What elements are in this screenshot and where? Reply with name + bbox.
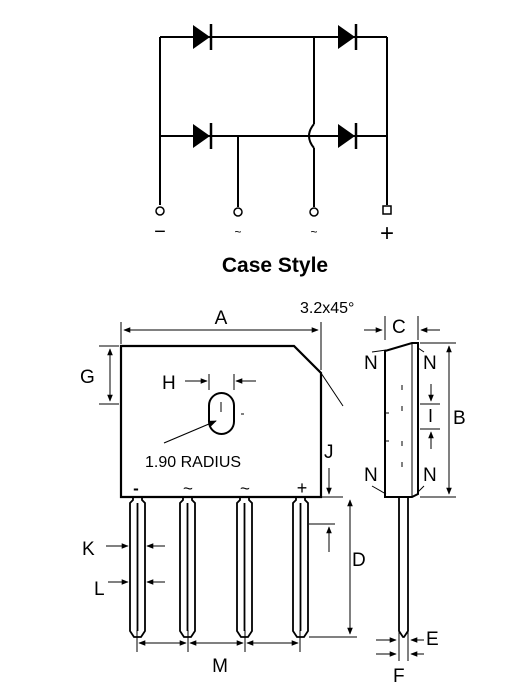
terminal-minus: −: [154, 221, 166, 243]
dimension-i-line: [420, 384, 440, 449]
dimension-g-line: [99, 345, 119, 405]
dim-label-n-top-right: N: [423, 353, 437, 374]
diode-bottom-right: [338, 123, 358, 149]
dim-label-f: F: [393, 666, 405, 685]
dim-label-c: C: [392, 317, 406, 338]
dim-label-n-bottom-right: N: [423, 465, 437, 486]
dim-label-a: A: [215, 308, 228, 329]
dimension-j-line: [309, 468, 343, 498]
dim-label-l: L: [94, 579, 105, 600]
bridge-schematic: [159, 36, 388, 207]
package-side-view: [384, 342, 419, 638]
dim-label-d: D: [352, 550, 366, 571]
dimension-h-line: [185, 374, 256, 390]
dim-label-h: H: [162, 373, 176, 394]
dim-label-n-top-left: N: [364, 353, 378, 374]
n-leader-lines: [371, 347, 425, 495]
radius-leader: [163, 420, 217, 444]
dim-label-j: J: [324, 442, 334, 463]
pin-label-minus: -: [133, 479, 139, 498]
package-front-view: [119, 344, 323, 638]
pin-label-ac-1: ~: [183, 479, 193, 498]
diode-top-left: [193, 24, 213, 50]
dimension-b-line: [420, 342, 456, 498]
dimension-e-line: [376, 628, 424, 661]
schematic-terminals: [155, 205, 392, 217]
dim-label-i: I: [428, 406, 433, 426]
terminal-plus: +: [380, 220, 394, 247]
dim-label-g: G: [80, 367, 95, 388]
dimension-d-line: [309, 499, 357, 638]
chamfer-annotation: 3.2x45°: [300, 300, 354, 317]
pin-label-plus: +: [297, 478, 308, 498]
dim-label-k: K: [82, 539, 95, 560]
terminal-ac-2: ~: [310, 225, 317, 239]
radius-annotation: 1.90 RADIUS: [145, 454, 241, 471]
dim-label-n-bottom-left: N: [364, 465, 378, 486]
pin-label-ac-2: ~: [240, 479, 250, 498]
terminal-ac-1: ~: [234, 225, 241, 239]
dim-label-e: E: [426, 629, 439, 650]
dim-label-b: B: [453, 408, 466, 429]
dim-label-m: M: [212, 656, 228, 677]
dimension-m-line: [136, 630, 301, 652]
diode-top-right: [338, 24, 358, 50]
dimension-c-line: [364, 316, 440, 340]
case-style-title: Case Style: [222, 254, 328, 277]
diode-bottom-left: [193, 123, 213, 149]
dimension-a-line: [120, 322, 322, 370]
